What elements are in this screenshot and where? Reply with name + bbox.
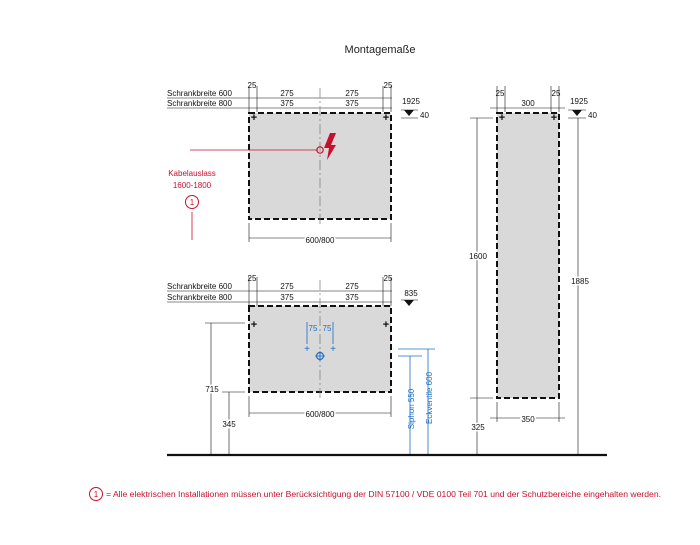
lower-width-total: 600/800 <box>306 410 335 419</box>
lower-height-345: 345 <box>222 420 236 429</box>
upper-offset-mark: 40 <box>420 111 429 120</box>
tall-width-bottom: 350 <box>521 415 535 424</box>
footnote-circle-icon <box>89 487 103 501</box>
tall-height-1885: 1885 <box>571 277 589 286</box>
lower-mount-point-right-icon: + <box>383 319 389 331</box>
upper-width-label-600: Schrankbreite 600 <box>167 89 232 98</box>
tall-mount-point-left-icon: + <box>499 112 505 124</box>
cable-outlet: Kabelauslass 1600-1800 1 <box>168 133 336 240</box>
lower-cabinet: Schrankbreite 600 Schrankbreite 800 25 2… <box>167 274 435 455</box>
footnote-number: 1 <box>94 490 99 499</box>
tall-height-mark: 1925 <box>570 97 588 106</box>
electric-hazard-icon <box>324 133 336 160</box>
tall-margin-right: 25 <box>552 89 561 98</box>
lower-seg-600-left: 275 <box>280 282 294 291</box>
upper-mount-point-left-icon: + <box>251 112 257 124</box>
siphon-label: Siphon 550 <box>407 388 416 429</box>
footnote: 1 = Alle elektrischen Installationen müs… <box>89 487 661 501</box>
upper-width-label-800: Schrankbreite 800 <box>167 99 232 108</box>
upper-seg-600-right: 275 <box>345 89 359 98</box>
lower-offset-left: 75 <box>309 324 318 333</box>
drawing-title: Montagemaße <box>345 44 416 56</box>
tall-mount-point-right-icon: + <box>551 112 557 124</box>
lower-margin-left: 25 <box>248 274 257 283</box>
lower-height-715: 715 <box>205 385 219 394</box>
valves-label: Eckventile 600 <box>425 371 434 424</box>
lower-seg-600-right: 275 <box>345 282 359 291</box>
valve-left-icon: + <box>304 344 310 355</box>
upper-height-marker-icon <box>404 110 414 116</box>
tall-height-1600: 1600 <box>469 252 487 261</box>
lower-width-label-600: Schrankbreite 600 <box>167 282 232 291</box>
tall-margin-left: 25 <box>496 89 505 98</box>
upper-seg-800-left: 375 <box>280 99 294 108</box>
footnote-text: = Alle elektrischen Installationen müsse… <box>106 490 661 499</box>
lower-mount-point-left-icon: + <box>251 319 257 331</box>
upper-margin-right: 25 <box>384 81 393 90</box>
tall-cabinet: 25 25 300 + + 1925 40 1600 325 1885 350 <box>468 86 597 455</box>
upper-seg-600-left: 275 <box>280 89 294 98</box>
lower-height-mark: 835 <box>404 289 418 298</box>
tall-offset-mark: 40 <box>588 111 597 120</box>
cable-outlet-label: Kabelauslass <box>168 169 216 178</box>
upper-mount-point-right-icon: + <box>383 112 389 124</box>
lower-height-marker-icon <box>404 300 414 306</box>
cable-outlet-point-icon <box>316 146 324 154</box>
upper-width-total: 600/800 <box>306 236 335 245</box>
upper-margin-left: 25 <box>248 81 257 90</box>
upper-seg-800-right: 375 <box>345 99 359 108</box>
lower-seg-800-right: 375 <box>345 293 359 302</box>
lower-offset-right: 75 <box>323 324 332 333</box>
lower-width-label-800: Schrankbreite 800 <box>167 293 232 302</box>
cable-outlet-note-number: 1 <box>190 198 195 207</box>
upper-cabinet: Schrankbreite 600 Schrankbreite 800 25 2… <box>167 81 429 247</box>
tall-seg-width: 300 <box>521 99 535 108</box>
tall-cabinet-outline <box>496 112 560 399</box>
upper-height-mark: 1925 <box>402 97 420 106</box>
lower-margin-right: 25 <box>384 274 393 283</box>
tall-height-marker-icon <box>572 110 582 116</box>
cable-outlet-range: 1600-1800 <box>173 181 212 190</box>
valve-right-icon: + <box>330 344 336 355</box>
cable-outlet-note-circle-icon <box>185 195 199 209</box>
lower-seg-800-left: 375 <box>280 293 294 302</box>
tall-height-325: 325 <box>471 423 485 432</box>
